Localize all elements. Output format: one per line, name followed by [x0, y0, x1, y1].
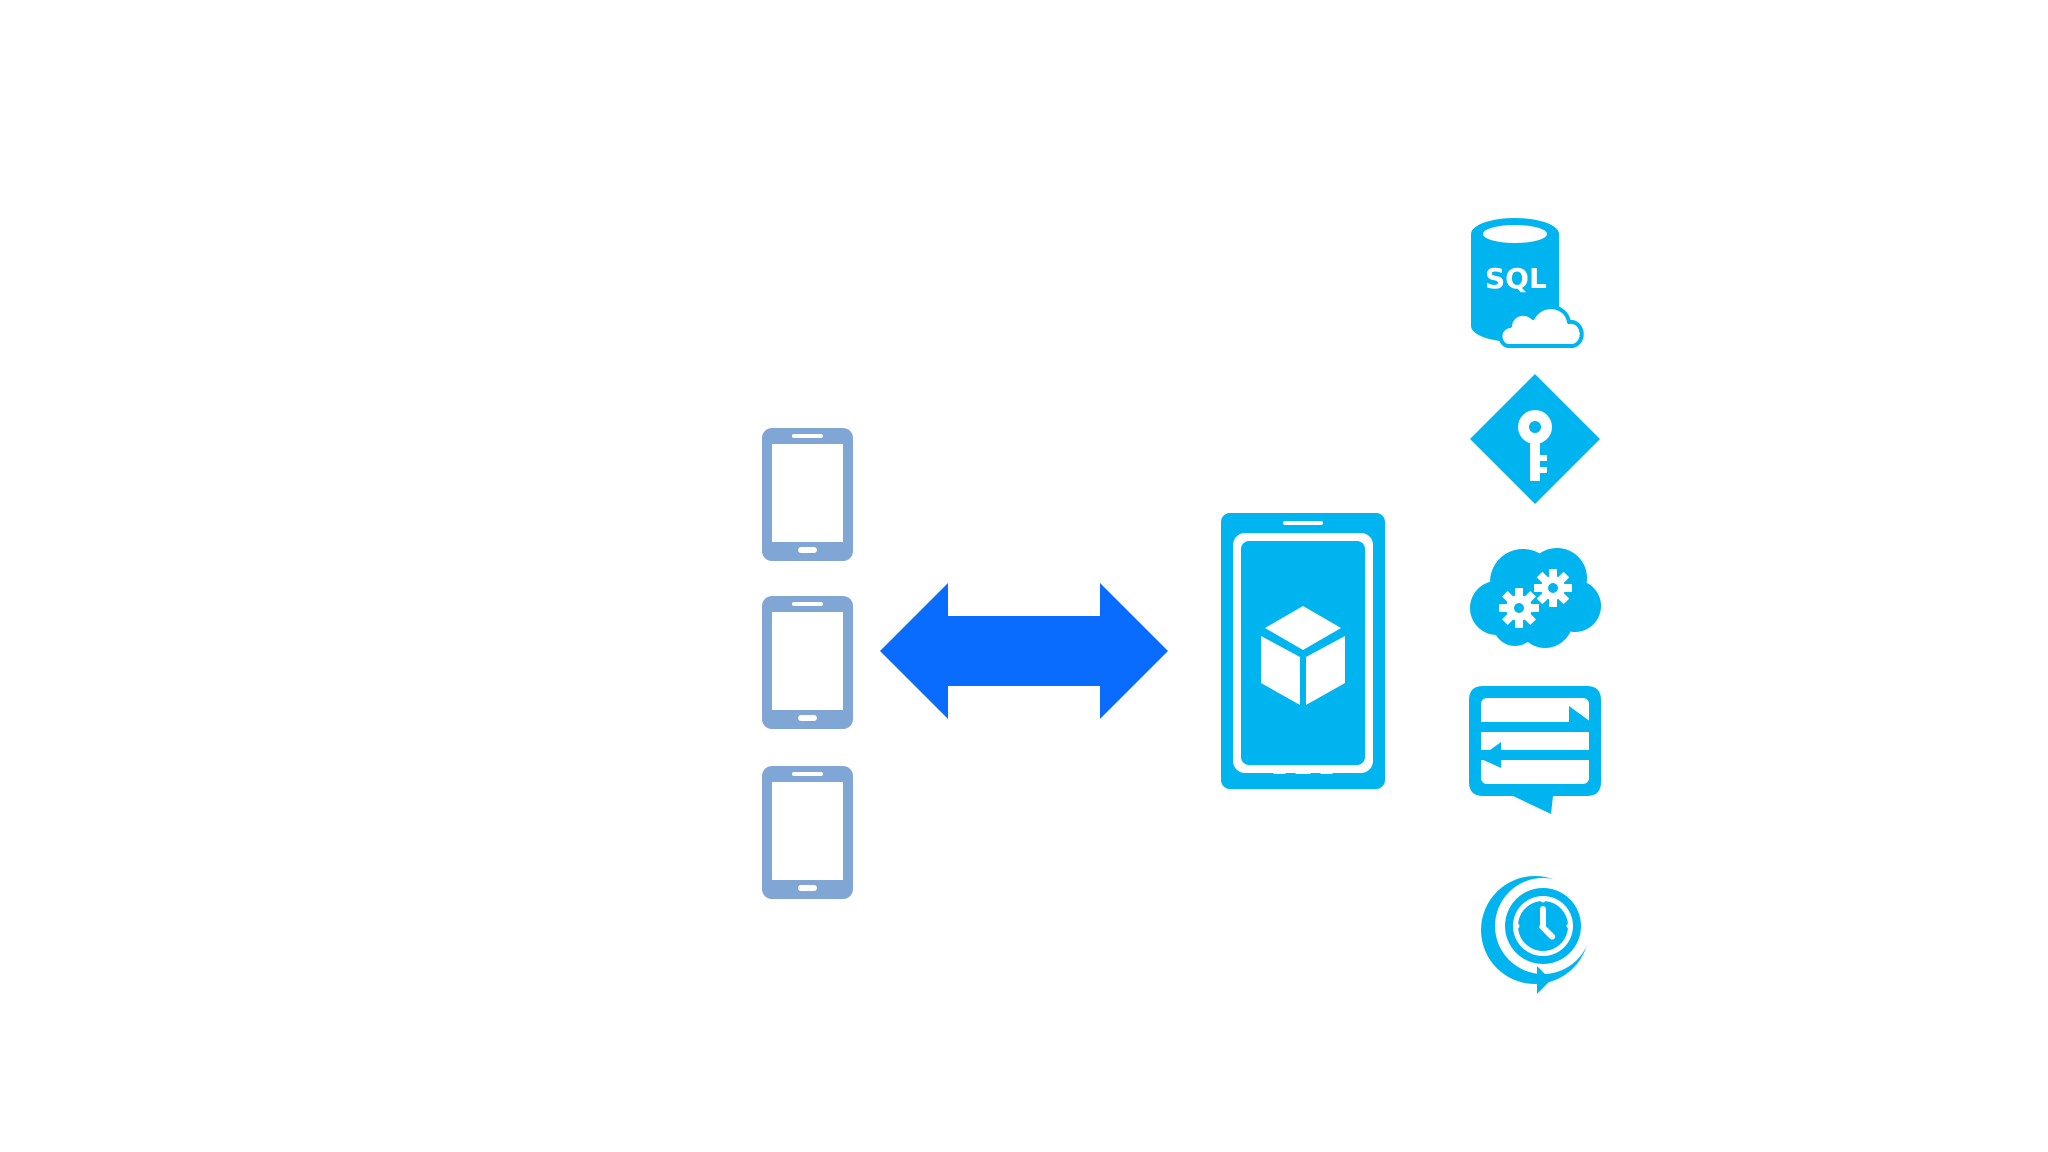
bidirectional-arrow-icon [880, 583, 1168, 719]
cube-icon [1261, 606, 1345, 705]
client-phone-3-icon [762, 766, 853, 899]
cloud-services-icon [1470, 548, 1601, 648]
scheduler-icon [1481, 876, 1591, 994]
gear-icon [1499, 588, 1539, 628]
client-phone-2-icon [762, 596, 853, 729]
key-vault-icon [1470, 374, 1600, 504]
sql-database-icon: SQL [1471, 218, 1584, 348]
client-phone-1-icon [762, 428, 853, 561]
notification-hubs-icon [1469, 686, 1601, 814]
sql-label: SQL [1485, 262, 1547, 295]
mobile-service-tablet-icon [1221, 513, 1385, 789]
gear-icon [1534, 569, 1572, 607]
